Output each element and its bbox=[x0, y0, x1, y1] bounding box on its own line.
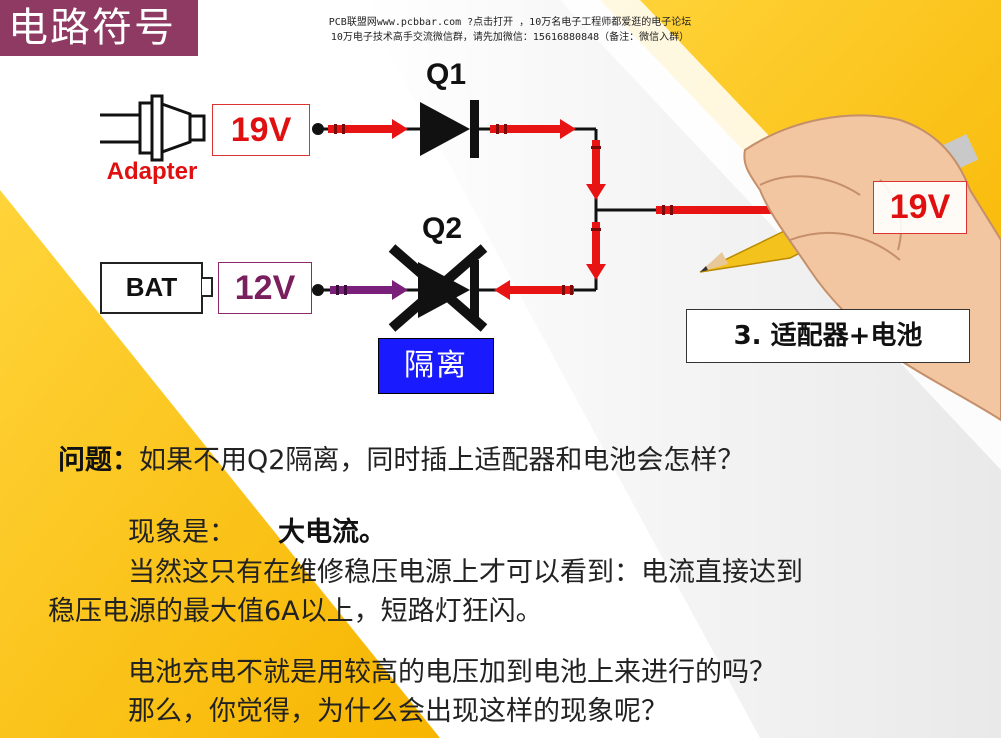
question-line: 问题：如果不用Q2隔离，同时插上适配器和电池会怎样？ bbox=[58, 438, 958, 477]
battery-box: BAT bbox=[100, 262, 203, 314]
adapter-voltage-box: 19V bbox=[212, 104, 310, 156]
battery-terminal-icon bbox=[202, 277, 213, 297]
body-line-5: 电池充电不就是用较高的电压加到电池上来进行的吗？ bbox=[128, 657, 776, 688]
battery-flow-arrow bbox=[330, 280, 408, 300]
q2-label: Q2 bbox=[422, 212, 463, 245]
q1-diode-symbol bbox=[420, 100, 479, 158]
adapter-plug-icon bbox=[100, 94, 206, 162]
mode-label-box: 3. 适配器+电池 bbox=[686, 309, 970, 363]
body-line-3: 当然这只有在维修稳压电源上才可以看到：电流直接达到 bbox=[128, 557, 803, 588]
body-line-4: 稳压电源的最大值6A以上，短路灯狂闪。 bbox=[48, 596, 543, 627]
watermark-line-2: 10万电子技术高手交流微信群，请先加微信：15616880848（备注：微信入群… bbox=[330, 32, 690, 43]
adapter-label: Adapter bbox=[106, 158, 198, 185]
output-voltage-box: 19V bbox=[873, 181, 967, 234]
question-label: 问题： bbox=[58, 445, 139, 476]
phenomenon-line: 现象是： 大电流。 bbox=[128, 510, 928, 549]
q2-diode-symbol bbox=[388, 244, 488, 332]
phenomenon-value: 大电流。 bbox=[278, 517, 386, 548]
terminal-dot bbox=[312, 284, 324, 296]
background-yellow-wedge-bottom bbox=[0, 190, 440, 738]
watermark-line-1[interactable]: PCB联盟网www.pcbbar.com ?点击打开 ，10万名电子工程师都爱逛… bbox=[328, 17, 692, 28]
body-line-6: 那么，你觉得，为什么会出现这样的现象呢？ bbox=[128, 696, 668, 727]
slide-title: 电路符号 bbox=[0, 0, 198, 56]
battery-voltage-box: 12V bbox=[218, 262, 312, 314]
phenomenon-label: 现象是： bbox=[128, 517, 236, 548]
isolation-box: 隔离 bbox=[378, 338, 494, 394]
terminal-dot bbox=[312, 123, 324, 135]
q1-label: Q1 bbox=[426, 58, 467, 91]
question-body: 如果不用Q2隔离，同时插上适配器和电池会怎样？ bbox=[139, 445, 745, 476]
